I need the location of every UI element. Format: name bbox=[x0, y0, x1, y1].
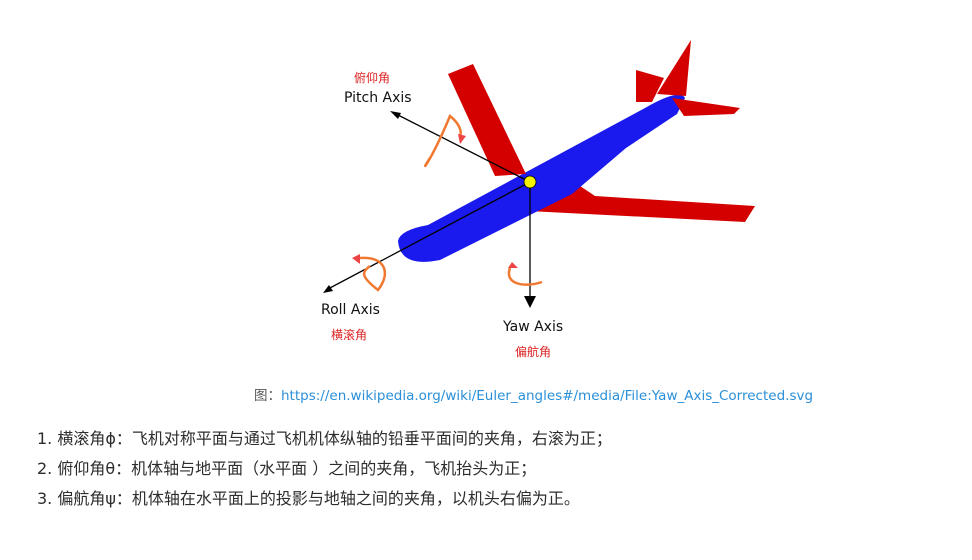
pitch-rotation-arc bbox=[423, 113, 462, 168]
list-item-pitch: 2. 俯仰角θ：机体轴与地平面（水平面 ）之间的夹角，飞机抬头为正； bbox=[37, 459, 537, 478]
right-wing bbox=[528, 166, 755, 222]
center-of-gravity bbox=[523, 175, 537, 189]
roll-axis-line bbox=[327, 181, 531, 290]
figure-caption: 图：https://en.wikipedia.org/wiki/Euler_an… bbox=[254, 384, 813, 404]
euler-angle-list: 1. 横滚角ϕ：飞机对称平面与通过飞机机体纵轴的铅垂平面间的夹角，右滚为正； 2… bbox=[37, 424, 612, 514]
roll-rotation-arrowhead bbox=[352, 254, 360, 264]
caption-source-link[interactable]: https://en.wikipedia.org/wiki/Euler_angl… bbox=[281, 388, 814, 404]
pitch-axis-arrowhead bbox=[390, 111, 401, 119]
left-wing bbox=[448, 64, 526, 176]
tail-fin bbox=[672, 98, 740, 116]
yaw-axis-arrowhead bbox=[524, 296, 536, 308]
roll-angle-label: 横滚角 bbox=[331, 327, 367, 342]
yaw-rotation-arrowhead bbox=[508, 262, 518, 268]
yaw-angle-label: 偏航角 bbox=[515, 344, 551, 359]
yaw-rotation-arc bbox=[507, 267, 543, 286]
caption-prefix: 图： bbox=[254, 388, 281, 404]
vertical-stabilizer bbox=[657, 40, 691, 96]
roll-rotation-arc bbox=[359, 256, 387, 292]
pitch-rotation-arrowhead bbox=[458, 134, 466, 144]
yaw-axis-label: Yaw Axis bbox=[502, 319, 563, 335]
fuselage bbox=[398, 94, 685, 262]
pitch-axis-line bbox=[395, 113, 531, 183]
roll-axis-arrowhead bbox=[323, 285, 333, 293]
pitch-axis-label: Pitch Axis bbox=[344, 90, 412, 106]
airplane-axes-figure: 俯仰角 Pitch Axis Roll Axis 横滚角 Yaw Axis 偏航… bbox=[300, 36, 780, 366]
pitch-angle-label: 俯仰角 bbox=[354, 70, 390, 85]
airplane-diagram: 俯仰角 Pitch Axis Roll Axis 横滚角 Yaw Axis 偏航… bbox=[321, 40, 755, 359]
list-item-yaw: 3. 偏航角ψ：机体轴在水平面上的投影与地轴之间的夹角，以机头右偏为正。 bbox=[37, 489, 580, 508]
roll-axis-label: Roll Axis bbox=[321, 302, 380, 318]
list-item-roll: 1. 横滚角ϕ：飞机对称平面与通过飞机机体纵轴的铅垂平面间的夹角，右滚为正； bbox=[37, 429, 612, 448]
horizontal-stabilizer bbox=[636, 70, 664, 102]
